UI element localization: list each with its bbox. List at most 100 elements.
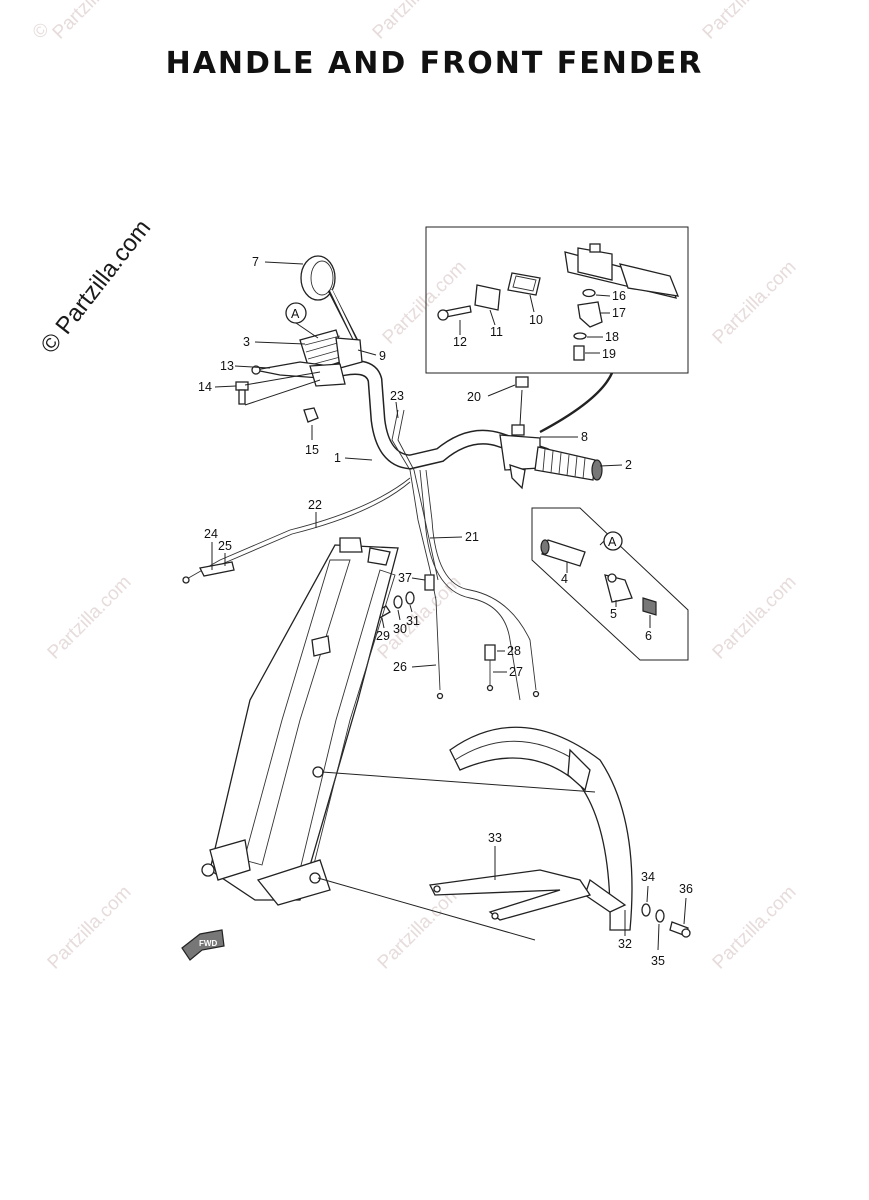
mirror-glass — [310, 260, 334, 296]
callout-31: 31 — [406, 614, 420, 628]
mirror-head — [300, 255, 336, 301]
right-grip-ribs — [542, 448, 586, 480]
bolt-14-shank — [238, 389, 246, 405]
fork-bottom-left — [209, 839, 251, 881]
cable-23 — [397, 409, 439, 581]
washer-35 — [655, 909, 665, 923]
right-grip — [534, 446, 596, 481]
leader — [595, 294, 611, 297]
inset-screw-head — [589, 243, 601, 253]
callout-17: 17 — [612, 306, 626, 320]
bolt-36-head — [681, 928, 691, 938]
callout-26: 26 — [393, 660, 407, 674]
callout-16: 16 — [612, 289, 626, 303]
cable-adjuster-25 — [199, 561, 235, 577]
throttle-inset: A 4 5 6 — [531, 507, 689, 661]
callout-20: 20 — [467, 390, 481, 404]
leader — [409, 604, 413, 613]
brace-hole-left — [433, 885, 441, 893]
callout-2: 2 — [625, 458, 632, 472]
right-lever-tab — [509, 464, 526, 490]
leader — [397, 609, 401, 621]
cable-end-21 — [532, 690, 540, 698]
leader — [519, 389, 523, 426]
cables: 23 21 22 24 25 37 26 28 27 — [182, 389, 540, 701]
callout-1: 1 — [334, 451, 341, 465]
watermark: Partzilla.com — [374, 882, 466, 974]
callout-15: 15 — [305, 443, 319, 457]
callout-35: 35 — [651, 954, 665, 968]
leader — [657, 923, 660, 951]
callout-27: 27 — [509, 665, 523, 679]
mount-line-upper — [321, 771, 596, 793]
bolt-14-head — [235, 381, 249, 391]
leader — [599, 464, 623, 467]
callout-21: 21 — [465, 530, 479, 544]
fwd-arrow: FWD — [181, 929, 225, 961]
lever-tip — [251, 365, 261, 375]
fork-top-clamp — [339, 537, 363, 553]
inset-washer-16 — [582, 288, 596, 298]
watermark-layer: © Partzilla.com Partzilla.com Partzilla.… — [29, 0, 801, 974]
watermark: Partzilla.com — [49, 0, 141, 44]
washer-31 — [405, 591, 415, 605]
fwd-label: FWD — [199, 939, 217, 948]
cable-21 — [419, 469, 521, 701]
callout-12: 12 — [453, 335, 467, 349]
brace-hole-bottom — [491, 912, 499, 920]
fork-boss — [311, 635, 331, 657]
marker-a: A — [291, 307, 300, 321]
leader — [234, 365, 271, 369]
axle-end — [201, 863, 215, 877]
callout-36: 36 — [679, 882, 693, 896]
cable-clamp-37 — [424, 574, 435, 591]
leader — [411, 664, 437, 668]
leader — [357, 349, 377, 356]
watermark: Partzilla.com — [709, 257, 801, 349]
callout-22: 22 — [308, 498, 322, 512]
inset-washer-18 — [573, 332, 587, 340]
fork-left-tube — [243, 559, 351, 866]
front-fork — [201, 537, 399, 906]
callout-37: 37 — [398, 571, 412, 585]
inset-a-clip — [642, 597, 657, 616]
leader — [683, 897, 687, 925]
inset-frame — [425, 226, 689, 374]
left-lever-assembly: A 3 13 9 14 15 — [198, 302, 386, 457]
fork-bottom-right — [256, 859, 331, 906]
callout-6: 6 — [645, 629, 652, 643]
inset-a-grip-end — [540, 539, 550, 555]
leader — [214, 385, 237, 388]
watermark: Partzilla.com — [44, 572, 136, 664]
page-title: HANDLE AND FRONT FENDER — [165, 46, 704, 81]
inset-switch-housing — [577, 247, 613, 281]
watermark-copyright-mark: © — [29, 19, 54, 44]
watermark: Partzilla.com — [699, 0, 791, 44]
leader — [244, 371, 321, 386]
lever-holder — [309, 363, 346, 387]
leader — [381, 617, 385, 629]
callout-3: 3 — [243, 335, 250, 349]
inset-plate — [507, 272, 541, 296]
leader — [264, 261, 304, 265]
right-switch-housing — [499, 434, 541, 471]
fwd-arrow-icon — [181, 929, 225, 961]
callout-23: 23 — [390, 389, 404, 403]
callout-18: 18 — [605, 330, 619, 344]
callout-11: 11 — [490, 325, 503, 339]
callout-7: 7 — [252, 255, 259, 269]
leader — [529, 294, 535, 313]
inset-connector — [539, 372, 614, 434]
inset-block — [474, 284, 501, 311]
switch-inset: 12 11 10 16 17 18 19 — [425, 226, 689, 374]
handlebar: 1 — [322, 360, 553, 470]
cable-21b — [425, 469, 537, 691]
fork-cap — [367, 547, 391, 566]
right-throttle-assembly: 8 2 20 — [467, 376, 632, 490]
callout-25: 25 — [218, 539, 232, 553]
leader — [254, 341, 306, 345]
inset-grip — [619, 263, 680, 297]
leader — [295, 322, 319, 339]
